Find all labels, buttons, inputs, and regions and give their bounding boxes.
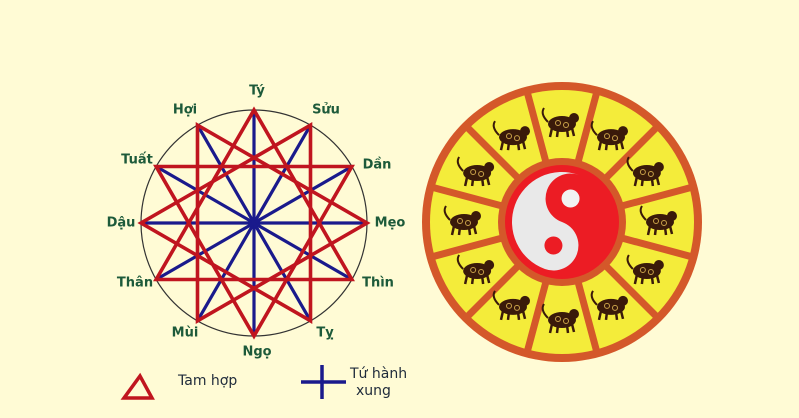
legend-tam-hop-label: Tam hợp <box>178 373 238 389</box>
branch-label: Mùi <box>171 325 199 341</box>
wheel-divider <box>431 234 505 261</box>
legend-tu-hanh-xung-label: Tứ hành xung <box>350 366 407 400</box>
branch-label: Ngọ <box>242 344 272 360</box>
branch-label: Hợi <box>172 102 198 118</box>
horse-icon <box>541 303 579 334</box>
snake-icon <box>590 290 628 321</box>
wheel-divider <box>601 261 660 320</box>
wheel-divider <box>619 234 693 261</box>
wheel-divider <box>574 279 601 353</box>
wheel-divider <box>619 183 693 210</box>
legend-tu-hanh-xung-line2: xung <box>356 383 391 399</box>
dog-icon <box>456 156 495 187</box>
wheel-divider <box>431 183 505 210</box>
triangle-icon <box>120 372 155 400</box>
tiger-icon <box>626 156 664 187</box>
cross-icon <box>301 365 346 399</box>
ox-icon <box>590 120 628 151</box>
goat-icon <box>492 290 530 321</box>
wheel-divider <box>601 124 660 183</box>
branch-relations-diagram <box>137 106 371 340</box>
branch-label: Dần <box>362 157 392 173</box>
branch-label: Dậu <box>106 215 136 231</box>
branch-label: Tuất <box>121 152 153 168</box>
branch-label: Tý <box>249 83 265 99</box>
wheel-divider <box>523 279 550 353</box>
wheel-divider <box>574 91 601 165</box>
tam-hop-triangle <box>153 164 355 340</box>
legend-shapes <box>120 365 346 400</box>
xung-line <box>196 124 312 322</box>
tam-hop-triangle <box>137 122 313 324</box>
zodiac-wheel <box>422 82 702 362</box>
yin-yang-icon <box>512 171 580 271</box>
tu-hanh-xung-lines <box>141 110 367 336</box>
tam-hop-triangle <box>153 106 355 282</box>
tam-hop-triangles <box>137 106 371 340</box>
monkey-icon <box>456 254 495 285</box>
branch-label: Sửu <box>312 102 340 118</box>
tam-hop-triangle <box>195 122 371 324</box>
rat-icon <box>541 107 579 138</box>
legend-tu-hanh-xung-line1: Tứ hành <box>350 366 408 382</box>
branch-label: Tỵ <box>316 325 334 341</box>
branch-label: Mẹo <box>374 215 406 231</box>
rooster-icon <box>443 205 481 236</box>
branch-label: Thân <box>116 275 154 291</box>
cat-icon <box>639 205 677 236</box>
wheel-divider <box>464 261 523 320</box>
wheel-animals <box>443 107 677 334</box>
branch-label: Thìn <box>362 275 394 291</box>
wheel-dividers <box>431 91 693 353</box>
dragon-icon <box>626 254 664 285</box>
pig-icon <box>492 120 530 151</box>
wheel-divider <box>523 91 550 165</box>
wheel-divider <box>464 124 523 183</box>
